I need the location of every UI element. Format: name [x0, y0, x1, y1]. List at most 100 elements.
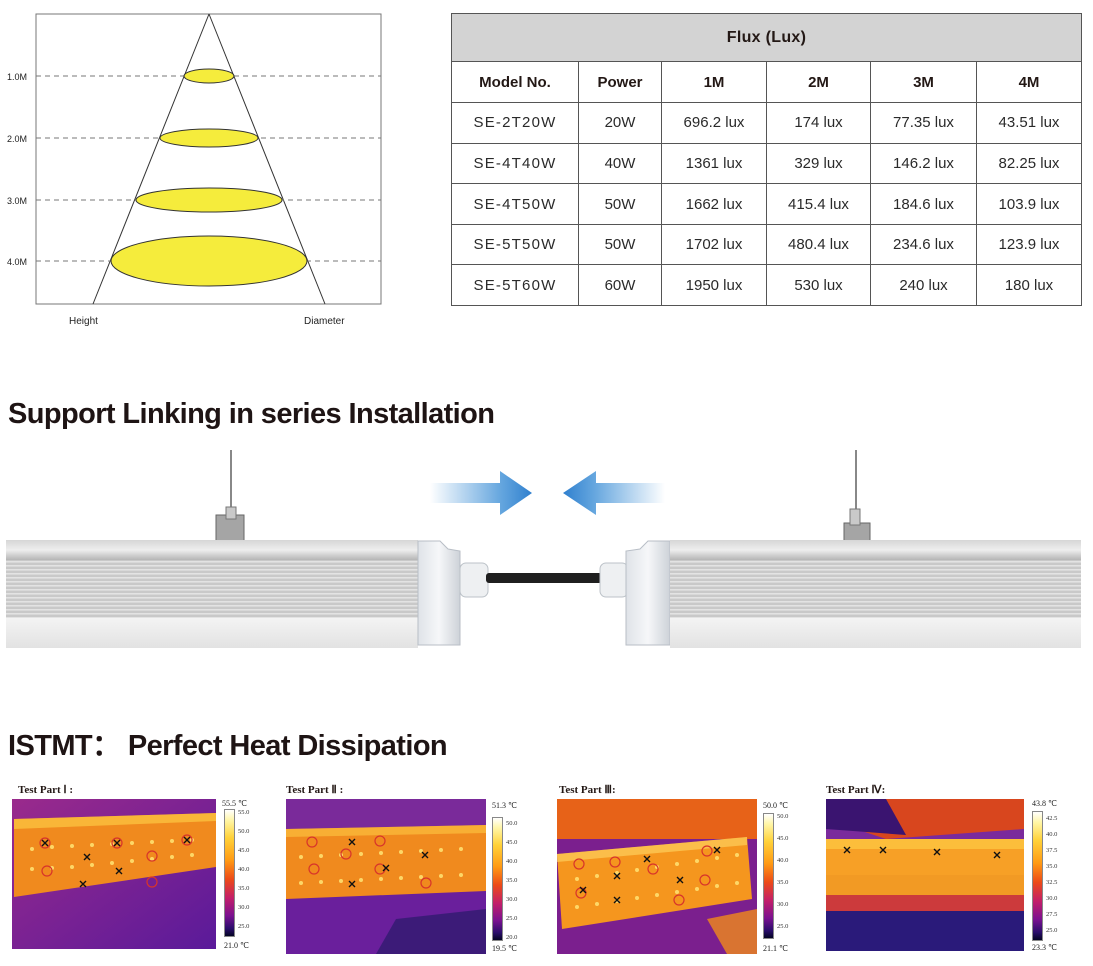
table-row: SE-4T40W 40W 1361 lux 329 lux 146.2 lux … — [451, 142, 1082, 185]
section-title-linking: Support Linking in series Installation — [8, 398, 495, 430]
light-spot-2m — [159, 128, 259, 148]
diameter-label: Diameter — [304, 316, 345, 327]
color-scale-bar — [224, 809, 235, 937]
table-cell: 240 lux — [870, 264, 977, 306]
table-cell: 180 lux — [976, 264, 1082, 306]
thermal-image — [286, 799, 486, 954]
light-spot-3m — [135, 187, 283, 213]
column-header-3m: 3M — [870, 61, 977, 104]
table-row: SE-5T50W 50W 1702 lux 480.4 lux 234.6 lu… — [451, 223, 1082, 266]
table-cell: 40W — [578, 142, 662, 185]
table-cell: 480.4 lux — [766, 223, 871, 266]
scale-tick: 45.0 — [506, 839, 518, 846]
scale-tick: 45.0 — [238, 847, 250, 854]
scale-tick: 40.0 — [1046, 831, 1058, 838]
table-cell: 329 lux — [766, 142, 871, 185]
column-header-model: Model No. — [451, 61, 579, 104]
max-temperature: 51.3 ℃ — [492, 801, 517, 810]
thermal-panel-label: Test Part Ⅱ : — [286, 784, 344, 796]
scale-tick: 35.0 — [777, 879, 789, 886]
table-cell: 696.2 lux — [661, 102, 767, 144]
table-cell: 184.6 lux — [870, 183, 977, 225]
scale-tick: 25.0 — [506, 915, 518, 922]
scale-tick: 50.0 — [777, 813, 789, 820]
table-cell: 82.25 lux — [976, 142, 1082, 185]
connecting-cable — [486, 573, 602, 583]
thermal-panel-1: Test Part Ⅰ : 55.5 ℃ 55.0 50.0 45.0 40.0… — [12, 783, 262, 963]
scale-tick: 50.0 — [238, 828, 250, 835]
light-spot-4m — [110, 235, 308, 287]
min-temperature: 23.3 ℃ — [1032, 943, 1057, 952]
scale-tick: 35.0 — [506, 877, 518, 884]
scale-tick: 45.0 — [777, 835, 789, 842]
linking-illustration — [6, 450, 1081, 648]
max-temperature: 55.5 ℃ — [222, 799, 247, 808]
fixture-right — [599, 540, 1081, 648]
scale-tick: 30.0 — [777, 901, 789, 908]
max-temperature: 43.8 ℃ — [1032, 799, 1057, 808]
scale-tick: 30.0 — [238, 904, 250, 911]
thermal-panel-label: Test Part Ⅰ : — [18, 784, 74, 796]
table-cell: SE-4T40W — [451, 142, 579, 185]
thermal-panel-2: Test Part Ⅱ : 51.3 ℃ 50.0 45.0 40.0 35.0… — [286, 783, 536, 963]
table-cell: 50W — [578, 223, 662, 266]
thermal-image — [12, 799, 216, 949]
scale-tick: 32.5 — [1046, 879, 1058, 886]
scale-tick: 20.0 — [506, 934, 518, 941]
min-temperature: 21.1 ℃ — [763, 944, 788, 953]
table-cell: SE-4T50W — [451, 183, 579, 225]
column-header-4m: 4M — [976, 61, 1082, 104]
level-label: 3.0M — [7, 196, 27, 206]
table-cell: 174 lux — [766, 102, 871, 144]
light-spot-1m — [183, 68, 235, 84]
level-label: 2.0M — [7, 134, 27, 144]
min-temperature: 19.5 ℃ — [492, 944, 517, 953]
clip-screw-left — [225, 506, 237, 520]
table-cell: 50W — [578, 183, 662, 225]
min-temperature: 21.0 ℃ — [224, 941, 249, 950]
scale-tick: 50.0 — [506, 820, 518, 827]
scale-tick: 40.0 — [238, 866, 250, 873]
table-cell: 20W — [578, 102, 662, 144]
scale-tick: 30.0 — [506, 896, 518, 903]
table-cell: SE-2T20W — [451, 102, 579, 144]
arrow-right-icon — [430, 471, 532, 515]
scale-tick: 40.0 — [777, 857, 789, 864]
table-cell: 1361 lux — [661, 142, 767, 185]
scale-tick: 37.5 — [1046, 847, 1058, 854]
thermal-panel-3: Test Part Ⅲ: 50.0 ℃ 50.0 45.0 40.0 35.0 … — [557, 783, 807, 963]
table-cell: 60W — [578, 264, 662, 306]
table-cell: 103.9 lux — [976, 183, 1082, 225]
scale-tick: 35.0 — [238, 885, 250, 892]
flux-table-caption: Flux (Lux) — [451, 12, 1082, 63]
scale-tick: 35.0 — [1046, 863, 1058, 870]
table-cell: 1950 lux — [661, 264, 767, 306]
thermal-image — [826, 799, 1024, 951]
height-label: Height — [69, 316, 98, 327]
arrow-left-icon — [563, 471, 665, 515]
table-cell: 1662 lux — [661, 183, 767, 225]
color-scale-bar — [492, 817, 503, 941]
scale-tick: 27.5 — [1046, 911, 1058, 918]
table-row: SE-2T20W 20W 696.2 lux 174 lux 77.35 lux… — [451, 102, 1082, 144]
table-cell: 234.6 lux — [870, 223, 977, 266]
scale-tick: 42.5 — [1046, 815, 1058, 822]
color-scale-bar — [763, 813, 774, 939]
scale-tick: 25.0 — [1046, 927, 1058, 934]
beam-angle-diagram: 1.0M 2.0M 3.0M 4.0M Height Diameter — [7, 13, 382, 327]
thermal-panel-4: Test Part Ⅳ: 43.8 ℃ 42.5 40.0 37.5 35.0 … — [826, 783, 1091, 963]
level-label: 4.0M — [7, 257, 27, 267]
cone-left-edge — [92, 13, 210, 305]
column-header-1m: 1M — [661, 61, 767, 104]
table-cell: 77.35 lux — [870, 102, 977, 144]
scale-tick: 25.0 — [238, 923, 250, 930]
thermal-image — [557, 799, 757, 954]
max-temperature: 50.0 ℃ — [763, 801, 788, 810]
table-row: SE-4T50W 50W 1662 lux 415.4 lux 184.6 lu… — [451, 183, 1082, 225]
table-cell: SE-5T50W — [451, 223, 579, 266]
table-cell: 146.2 lux — [870, 142, 977, 185]
table-cell: 43.51 lux — [976, 102, 1082, 144]
scale-tick: 30.0 — [1046, 895, 1058, 902]
level-label: 1.0M — [7, 72, 27, 82]
column-header-2m: 2M — [766, 61, 871, 104]
